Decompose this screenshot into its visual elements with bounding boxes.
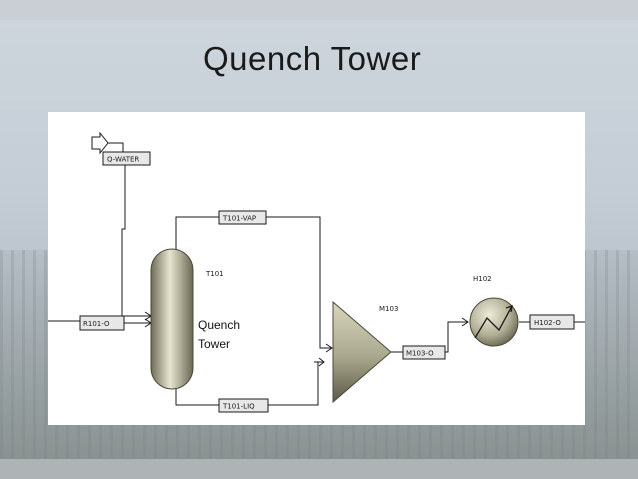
stream-line-t101-liq <box>175 389 219 406</box>
stream-box-t101-vap[interactable]: T101-VAP <box>218 210 267 225</box>
stream-box-t101-liq[interactable]: T101-LIQ <box>218 398 269 413</box>
annotation-quench: Quench <box>198 318 240 332</box>
unit-label-h102: H102 <box>473 275 492 283</box>
stream-label-h102-o: H102-O <box>534 319 561 327</box>
stream-label-r101-o: R101-O <box>83 320 110 328</box>
feed-arrow-icon <box>91 131 109 155</box>
quench-tower-t101 <box>150 248 194 390</box>
stream-box-h102-o[interactable]: H102-O <box>529 314 575 330</box>
unit-label-t101: T101 <box>205 270 224 278</box>
annotation-tower: Tower <box>198 337 230 351</box>
stream-line-m103-o-out <box>445 321 468 353</box>
stream-line-t101-vap-out <box>266 216 332 349</box>
mixer-m103 <box>332 300 392 404</box>
stream-label-q-water: Q-WATER <box>107 156 139 164</box>
stream-box-q-water[interactable]: Q-WATER <box>102 151 151 166</box>
process-flow-diagram: Q-WATER R101-O T101-VAP T101-LIQ M103-O … <box>48 112 585 425</box>
stream-box-r101-o[interactable]: R101-O <box>79 315 125 331</box>
stream-line-t101-vap <box>175 216 219 249</box>
background-bottom-band <box>0 459 638 479</box>
slide-title: Quench Tower <box>203 40 422 77</box>
stream-line-r101-o <box>48 320 151 324</box>
stream-box-m103-o[interactable]: M103-O <box>402 345 446 360</box>
flowsheet-canvas: Q-WATER R101-O T101-VAP T101-LIQ M103-O … <box>48 131 585 413</box>
stream-line-q-water <box>106 142 151 317</box>
stream-label-m103-o: M103-O <box>406 350 434 358</box>
stream-line-t101-liq-out <box>268 361 324 406</box>
unit-label-m103: M103 <box>379 305 398 313</box>
stream-label-t101-liq: T101-LIQ <box>222 403 255 411</box>
stream-label-t101-vap: T101-VAP <box>222 215 256 223</box>
heater-h102 <box>469 297 519 347</box>
background-top-band <box>0 0 638 20</box>
